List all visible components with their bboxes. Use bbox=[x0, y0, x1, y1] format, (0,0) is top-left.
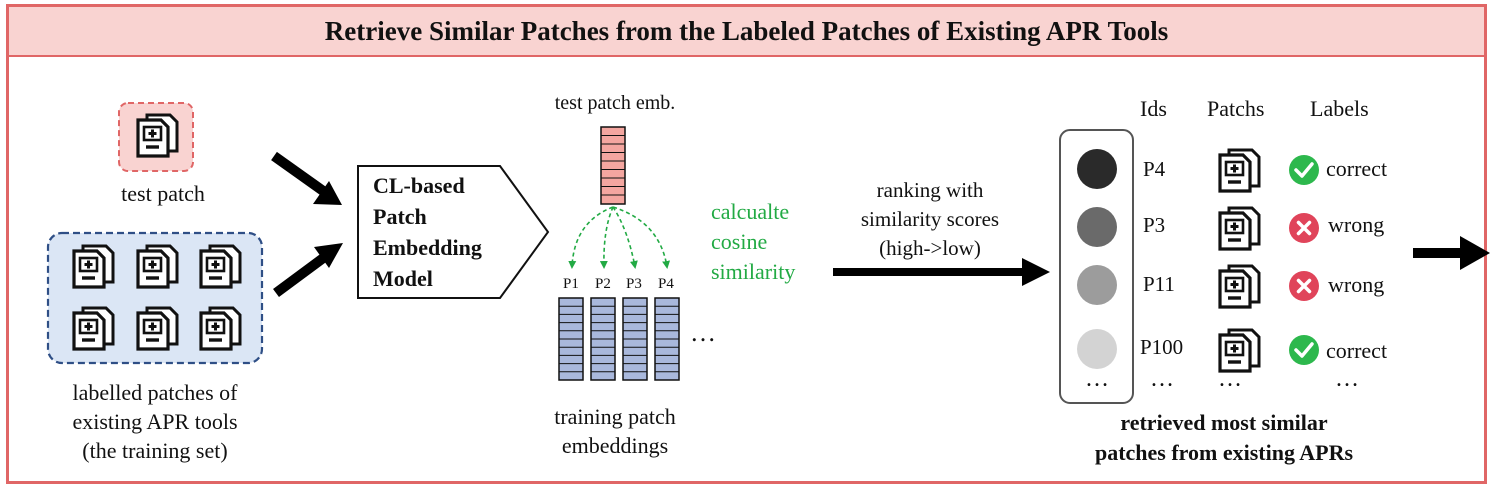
training-embeddings-label-line: embeddings bbox=[561, 433, 669, 458]
patch-file-icon bbox=[1218, 264, 1261, 309]
similarity-label-line: similarity bbox=[711, 259, 796, 284]
arrow-training-to-model bbox=[273, 243, 343, 298]
similarity-arrows bbox=[568, 206, 671, 269]
model-label-line: CL-based bbox=[373, 173, 465, 198]
result-label: wrong bbox=[1328, 212, 1385, 237]
training-set-label: labelled patches of existing APR tools (… bbox=[32, 378, 278, 465]
ranking-label-line: (high->low) bbox=[879, 236, 981, 260]
training-id-p4: P4 bbox=[658, 276, 674, 292]
result-id: P11 bbox=[1143, 272, 1175, 296]
similarity-label-line: cosine bbox=[711, 229, 768, 254]
results-caption-line: retrieved most similar bbox=[1120, 410, 1328, 435]
score-circle bbox=[1077, 149, 1117, 189]
result-id: P100 bbox=[1140, 335, 1184, 359]
ellipsis-labels: … bbox=[1335, 366, 1359, 392]
check-icon bbox=[1289, 155, 1319, 185]
results-caption-line: patches from existing APRs bbox=[1094, 440, 1354, 465]
result-label: correct bbox=[1326, 156, 1388, 181]
training-ellipsis: … bbox=[690, 318, 716, 347]
training-embedding-column bbox=[654, 297, 680, 381]
training-id-p1: P1 bbox=[563, 276, 579, 292]
patch-file-icon bbox=[72, 306, 115, 351]
result-label: correct bbox=[1326, 338, 1388, 363]
patch-file-icon bbox=[72, 244, 115, 289]
training-embedding-column bbox=[558, 297, 584, 381]
model-label-line: Model bbox=[373, 266, 433, 291]
ellipsis-scores: … bbox=[1085, 366, 1109, 392]
ellipsis-patches: … bbox=[1218, 366, 1242, 392]
training-embedding-vectors bbox=[558, 297, 680, 381]
patch-file-icon bbox=[136, 113, 179, 158]
cross-icon bbox=[1289, 271, 1319, 301]
result-id: P4 bbox=[1143, 157, 1166, 181]
training-embeddings-label: training patch embeddings bbox=[530, 402, 700, 460]
model-label: CL-based Patch Embedding Model bbox=[373, 170, 482, 294]
training-set-label-line: existing APR tools bbox=[72, 409, 238, 434]
training-embedding-column bbox=[590, 297, 616, 381]
patch-file-icon bbox=[199, 244, 242, 289]
ranking-label-line: similarity scores bbox=[860, 207, 1000, 231]
test-embedding-vector bbox=[600, 126, 626, 205]
embedding-model-shape bbox=[357, 165, 550, 299]
training-embedding-column bbox=[622, 297, 648, 381]
score-circle bbox=[1077, 265, 1117, 305]
patch-file-icon bbox=[1218, 206, 1261, 251]
cross-icon bbox=[1289, 213, 1319, 243]
result-patch-icons bbox=[1218, 148, 1261, 373]
result-id: P3 bbox=[1143, 213, 1166, 237]
ellipsis-ids: … bbox=[1150, 366, 1174, 392]
score-circle bbox=[1077, 207, 1117, 247]
arrow-ranking bbox=[833, 258, 1050, 286]
model-label-line: Embedding bbox=[373, 235, 482, 260]
header-labels: Labels bbox=[1310, 96, 1369, 121]
score-circles bbox=[1077, 149, 1117, 369]
status-icons bbox=[1289, 155, 1319, 365]
arrow-output bbox=[1413, 236, 1490, 270]
header-ids: Ids bbox=[1140, 96, 1167, 121]
patch-file-icon bbox=[136, 306, 179, 351]
score-circle bbox=[1077, 329, 1117, 369]
patch-file-icon bbox=[136, 244, 179, 289]
training-id-p3: P3 bbox=[626, 276, 642, 292]
similarity-label-line: calcualte bbox=[711, 199, 790, 224]
results-caption: retrieved most similar patches from exis… bbox=[1050, 408, 1398, 468]
patch-file-icon bbox=[1218, 328, 1261, 373]
training-id-p2: P2 bbox=[595, 276, 611, 292]
figure-frame bbox=[6, 4, 1487, 484]
similarity-label: calcualte cosine similarity bbox=[711, 197, 795, 287]
training-set-label-line: (the training set) bbox=[82, 438, 228, 463]
arrow-test-to-model bbox=[271, 151, 342, 205]
check-icon bbox=[1289, 335, 1319, 365]
training-set-label-line: labelled patches of bbox=[72, 380, 238, 405]
result-label: wrong bbox=[1328, 272, 1385, 297]
figure-title: Retrieve Similar Patches from the Labele… bbox=[9, 7, 1484, 57]
patch-file-icon bbox=[1218, 148, 1261, 193]
ranking-label-line: ranking with bbox=[876, 178, 984, 202]
test-embedding-label: test patch emb. bbox=[554, 92, 676, 114]
patch-file-icon bbox=[199, 306, 242, 351]
test-patch-label: test patch bbox=[121, 181, 205, 206]
ranking-label: ranking with similarity scores (high->lo… bbox=[840, 176, 1020, 263]
training-embeddings-label-line: training patch bbox=[554, 404, 676, 429]
header-patches: Patchs bbox=[1207, 96, 1265, 121]
model-label-line: Patch bbox=[373, 204, 427, 229]
